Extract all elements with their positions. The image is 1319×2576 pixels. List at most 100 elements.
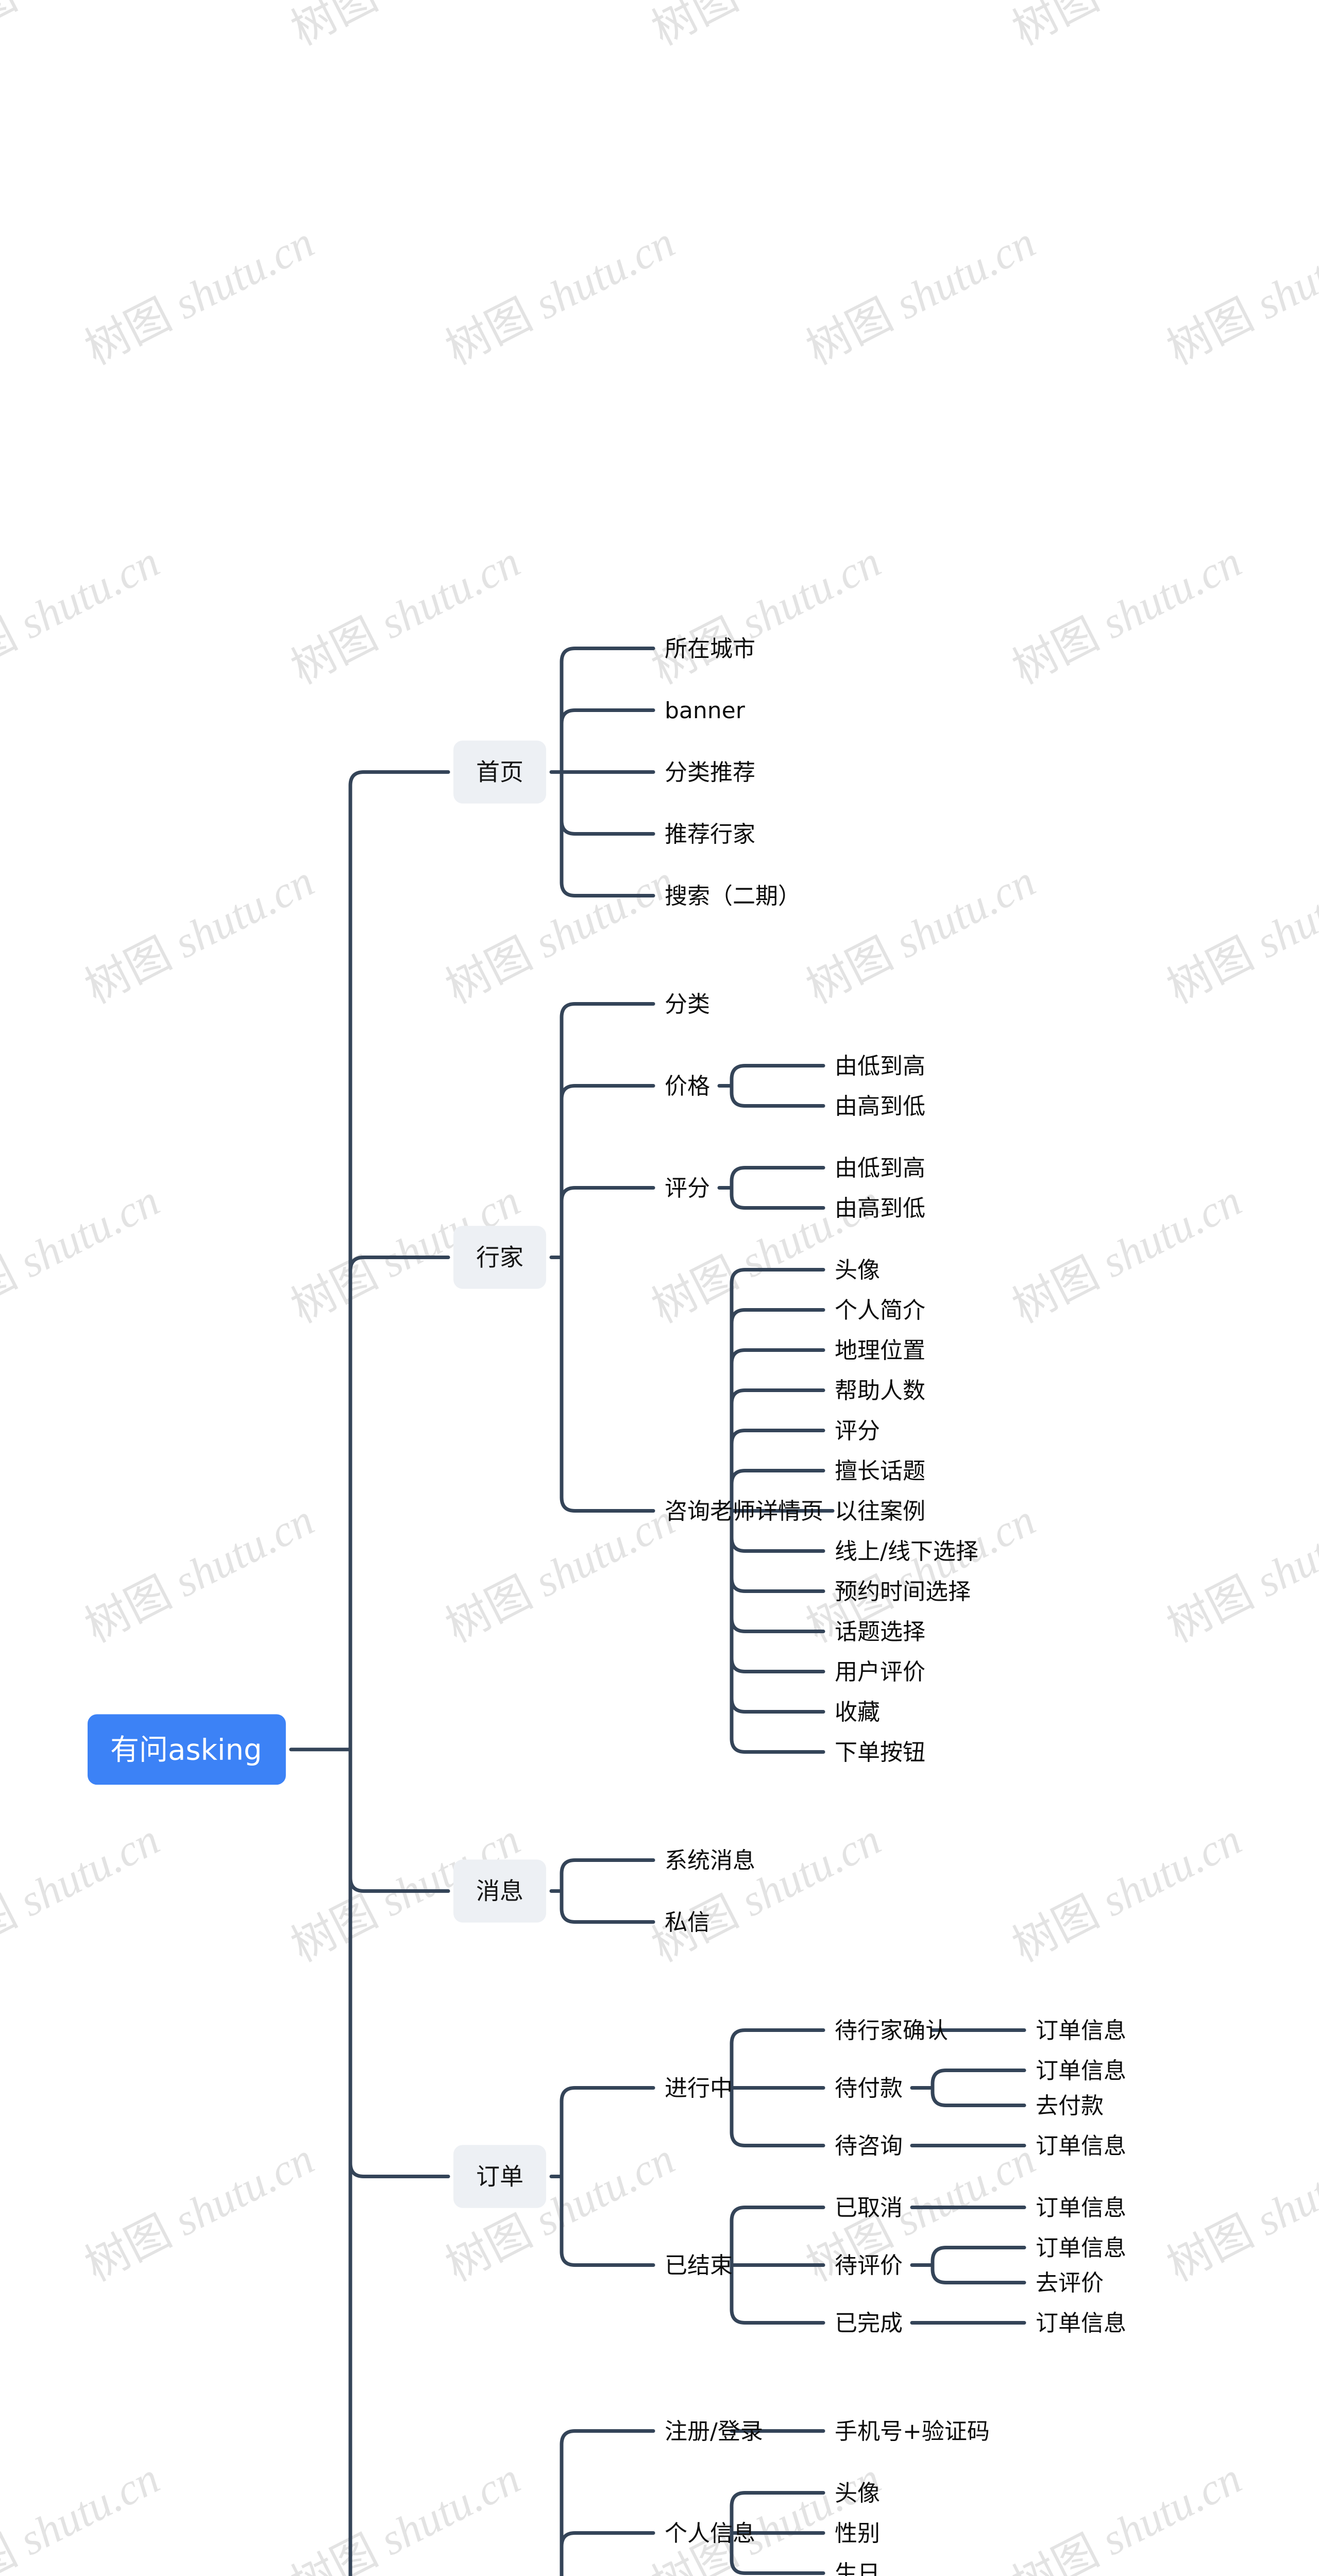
leaf-node[interactable]: 已完成 (835, 2310, 903, 2336)
leaf-node[interactable]: 订单信息 (1036, 2018, 1126, 2044)
connector-child-line (730, 1469, 825, 1486)
leaf-node[interactable]: 头像 (835, 2480, 880, 2506)
node-label: 订单信息 (1036, 2235, 1126, 2261)
connector-child-line (560, 2250, 655, 2267)
node-label: 分类 (665, 991, 710, 1018)
connector-child-line (730, 1616, 825, 1633)
connector-child-line (730, 1348, 825, 1365)
leaf-node[interactable]: 推荐行家 (665, 821, 755, 848)
node-label: 头像 (835, 1257, 880, 1283)
leaf-node[interactable]: 待咨询 (835, 2133, 903, 2159)
branch-node-box (453, 1859, 546, 1923)
leaf-node[interactable]: 评分 (835, 1418, 880, 1444)
leaf-node[interactable]: 待评价 (835, 2252, 903, 2279)
leaf-node[interactable]: 分类推荐 (665, 759, 755, 786)
node-label: 订单信息 (1036, 2018, 1126, 2044)
leaf-node[interactable]: 注册/登录 (665, 2418, 763, 2445)
node-label: 个人信息 (665, 2520, 755, 2547)
node-label: 去评价 (1036, 2270, 1104, 2296)
leaf-node[interactable]: 用户评价 (835, 1659, 925, 1685)
leaf-node[interactable]: 收藏 (835, 1699, 880, 1725)
connector-child-line (730, 2130, 825, 2147)
leaf-node[interactable]: 地理位置 (835, 1337, 925, 1364)
node-label: 私信 (665, 1909, 710, 1936)
connector-child-line (560, 1907, 655, 1924)
node-label: 进行中 (665, 2075, 733, 2102)
leaf-node[interactable]: 头像 (835, 1257, 880, 1283)
leaf-node[interactable]: 待付款 (835, 2075, 903, 2102)
leaf-node[interactable]: 去付款 (1036, 2093, 1104, 2119)
leaf-node[interactable]: 话题选择 (835, 1619, 925, 1645)
leaf-node[interactable]: 性别 (835, 2520, 880, 2547)
leaf-node[interactable]: 待行家确认 (835, 2018, 948, 2044)
leaf-node[interactable]: 擅长话题 (835, 1458, 925, 1484)
node-label: 待咨询 (835, 2133, 903, 2159)
node-label: 头像 (835, 2480, 880, 2506)
branch-node-行家[interactable]: 行家 (453, 1226, 546, 1289)
connector-child-line (348, 1256, 450, 1273)
leaf-node[interactable]: 订单信息 (1036, 2133, 1126, 2159)
branch-node-消息[interactable]: 消息 (453, 1859, 546, 1923)
leaf-node[interactable]: 帮助人数 (835, 1378, 925, 1404)
node-label: 性别 (835, 2520, 880, 2547)
leaf-node[interactable]: 个人简介 (835, 1297, 925, 1324)
node-label: 个人简介 (835, 1297, 925, 1324)
leaf-node[interactable]: 所在城市 (665, 636, 755, 662)
leaf-node[interactable]: 下单按钮 (835, 1739, 925, 1766)
leaf-node[interactable]: 分类 (665, 991, 710, 1018)
connector-child-line (730, 1064, 825, 1081)
node-label: 订单信息 (1036, 2058, 1126, 2084)
root-node[interactable]: 有问asking (88, 1714, 286, 1785)
leaf-node[interactable]: 咨询老师详情页 (665, 1498, 823, 1524)
leaf-node[interactable]: 订单信息 (1036, 2235, 1126, 2261)
leaf-node[interactable]: 订单信息 (1036, 2058, 1126, 2084)
leaf-node[interactable]: 私信 (665, 1909, 710, 1936)
leaf-node[interactable]: 去评价 (1036, 2270, 1104, 2296)
leaf-node[interactable]: 订单信息 (1036, 2310, 1126, 2336)
leaf-node[interactable]: 已取消 (835, 2195, 903, 2221)
connector-child-line (730, 1737, 825, 1754)
connector-child-line (730, 2491, 825, 2508)
leaf-node[interactable]: 搜索（二期） (665, 883, 801, 909)
leaf-node[interactable]: 由低到高 (835, 1053, 925, 1079)
leaf-node[interactable]: banner (665, 698, 746, 724)
leaf-node[interactable]: 已结束 (665, 2252, 733, 2279)
leaf-node[interactable]: 价格 (665, 1073, 710, 1099)
leaf-node[interactable]: 个人信息 (665, 2520, 755, 2547)
leaf-node[interactable]: 以往案例 (835, 1498, 925, 1524)
leaf-node[interactable]: 线上/线下选择 (835, 1538, 978, 1565)
leaf-node[interactable]: 由低到高 (835, 1155, 925, 1181)
connector-child-line (560, 2086, 655, 2103)
node-label: 咨询老师详情页 (665, 1498, 823, 1524)
leaf-node[interactable]: 由高到低 (835, 1195, 925, 1222)
leaf-node[interactable]: 系统消息 (665, 1848, 755, 1874)
node-label: 首页 (476, 758, 523, 786)
connector-child-line (730, 1308, 825, 1325)
node-label: 消息 (476, 1877, 523, 1905)
node-label: 价格 (665, 1073, 710, 1099)
leaf-node[interactable]: 进行中 (665, 2075, 733, 2102)
leaf-node[interactable]: 生日 (835, 2561, 880, 2576)
node-label: 线上/线下选择 (835, 1538, 978, 1565)
node-label: 地理位置 (835, 1337, 925, 1364)
branch-node-首页[interactable]: 首页 (453, 740, 546, 804)
connector-child-line (730, 2308, 825, 2325)
node-label: 擅长话题 (835, 1458, 925, 1484)
leaf-node[interactable]: 预约时间选择 (835, 1579, 971, 1605)
node-label: banner (665, 698, 746, 724)
connector-child-line (730, 1656, 825, 1673)
connector-child-line (560, 1186, 655, 1203)
leaf-node[interactable]: 手机号+验证码 (835, 2418, 990, 2445)
node-label: 评分 (665, 1175, 710, 1201)
node-label: 注册/登录 (665, 2418, 763, 2445)
node-label: 已取消 (835, 2195, 903, 2221)
node-label: 订单信息 (1036, 2310, 1126, 2336)
connector-child-line (931, 2246, 1026, 2263)
leaf-node[interactable]: 由高到低 (835, 1093, 925, 1120)
node-label: 帮助人数 (835, 1378, 925, 1404)
leaf-node[interactable]: 订单信息 (1036, 2195, 1126, 2221)
leaf-node[interactable]: 评分 (665, 1175, 710, 1201)
node-label: 手机号+验证码 (835, 2418, 990, 2445)
connector-child-line (560, 880, 655, 897)
branch-node-订单[interactable]: 订单 (453, 2145, 546, 2208)
